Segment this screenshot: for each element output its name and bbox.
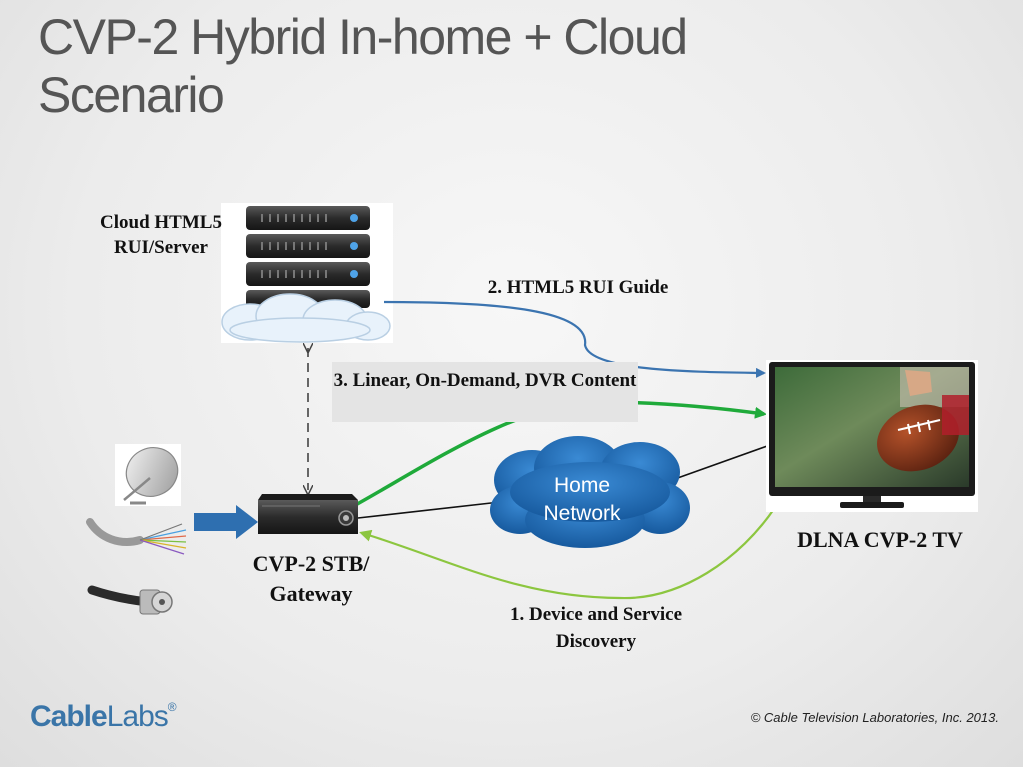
discovery-flow xyxy=(359,505,777,600)
cloud-icon xyxy=(490,436,690,548)
server-rack-icon xyxy=(221,203,393,343)
cablelabs-logo: CableLabs® xyxy=(30,700,177,733)
set-top-box-icon xyxy=(258,494,358,534)
cloud-server-label: Cloud HTML5 RUI/Server xyxy=(100,212,222,258)
rui-guide-flow xyxy=(383,300,766,378)
content-label-box xyxy=(332,362,638,422)
home-network-label: Home Network xyxy=(543,474,621,525)
rui-guide-label: 2. HTML5 RUI Guide xyxy=(487,277,669,298)
coax-cable-icon xyxy=(87,585,173,615)
stb-network-line xyxy=(357,501,501,519)
copyright-text: © Cable Television Laboratories, Inc. 20… xyxy=(750,710,999,725)
fiber-cable-icon xyxy=(86,518,187,555)
content-label: 3. Linear, On-Demand, DVR Content xyxy=(333,370,637,391)
tv-label: DLNA CVP-2 TV xyxy=(797,527,963,552)
discovery-label: 1. Device and Service Discovery xyxy=(509,604,682,652)
television-icon xyxy=(766,360,978,512)
stb-label: CVP-2 STB/ Gateway xyxy=(252,551,370,606)
slide-title: CVP-2 Hybrid In-home + Cloud Scenario xyxy=(38,9,688,123)
satellite-dish-icon xyxy=(115,444,181,506)
input-arrow-icon xyxy=(194,505,258,539)
network-tv-line xyxy=(671,444,771,481)
